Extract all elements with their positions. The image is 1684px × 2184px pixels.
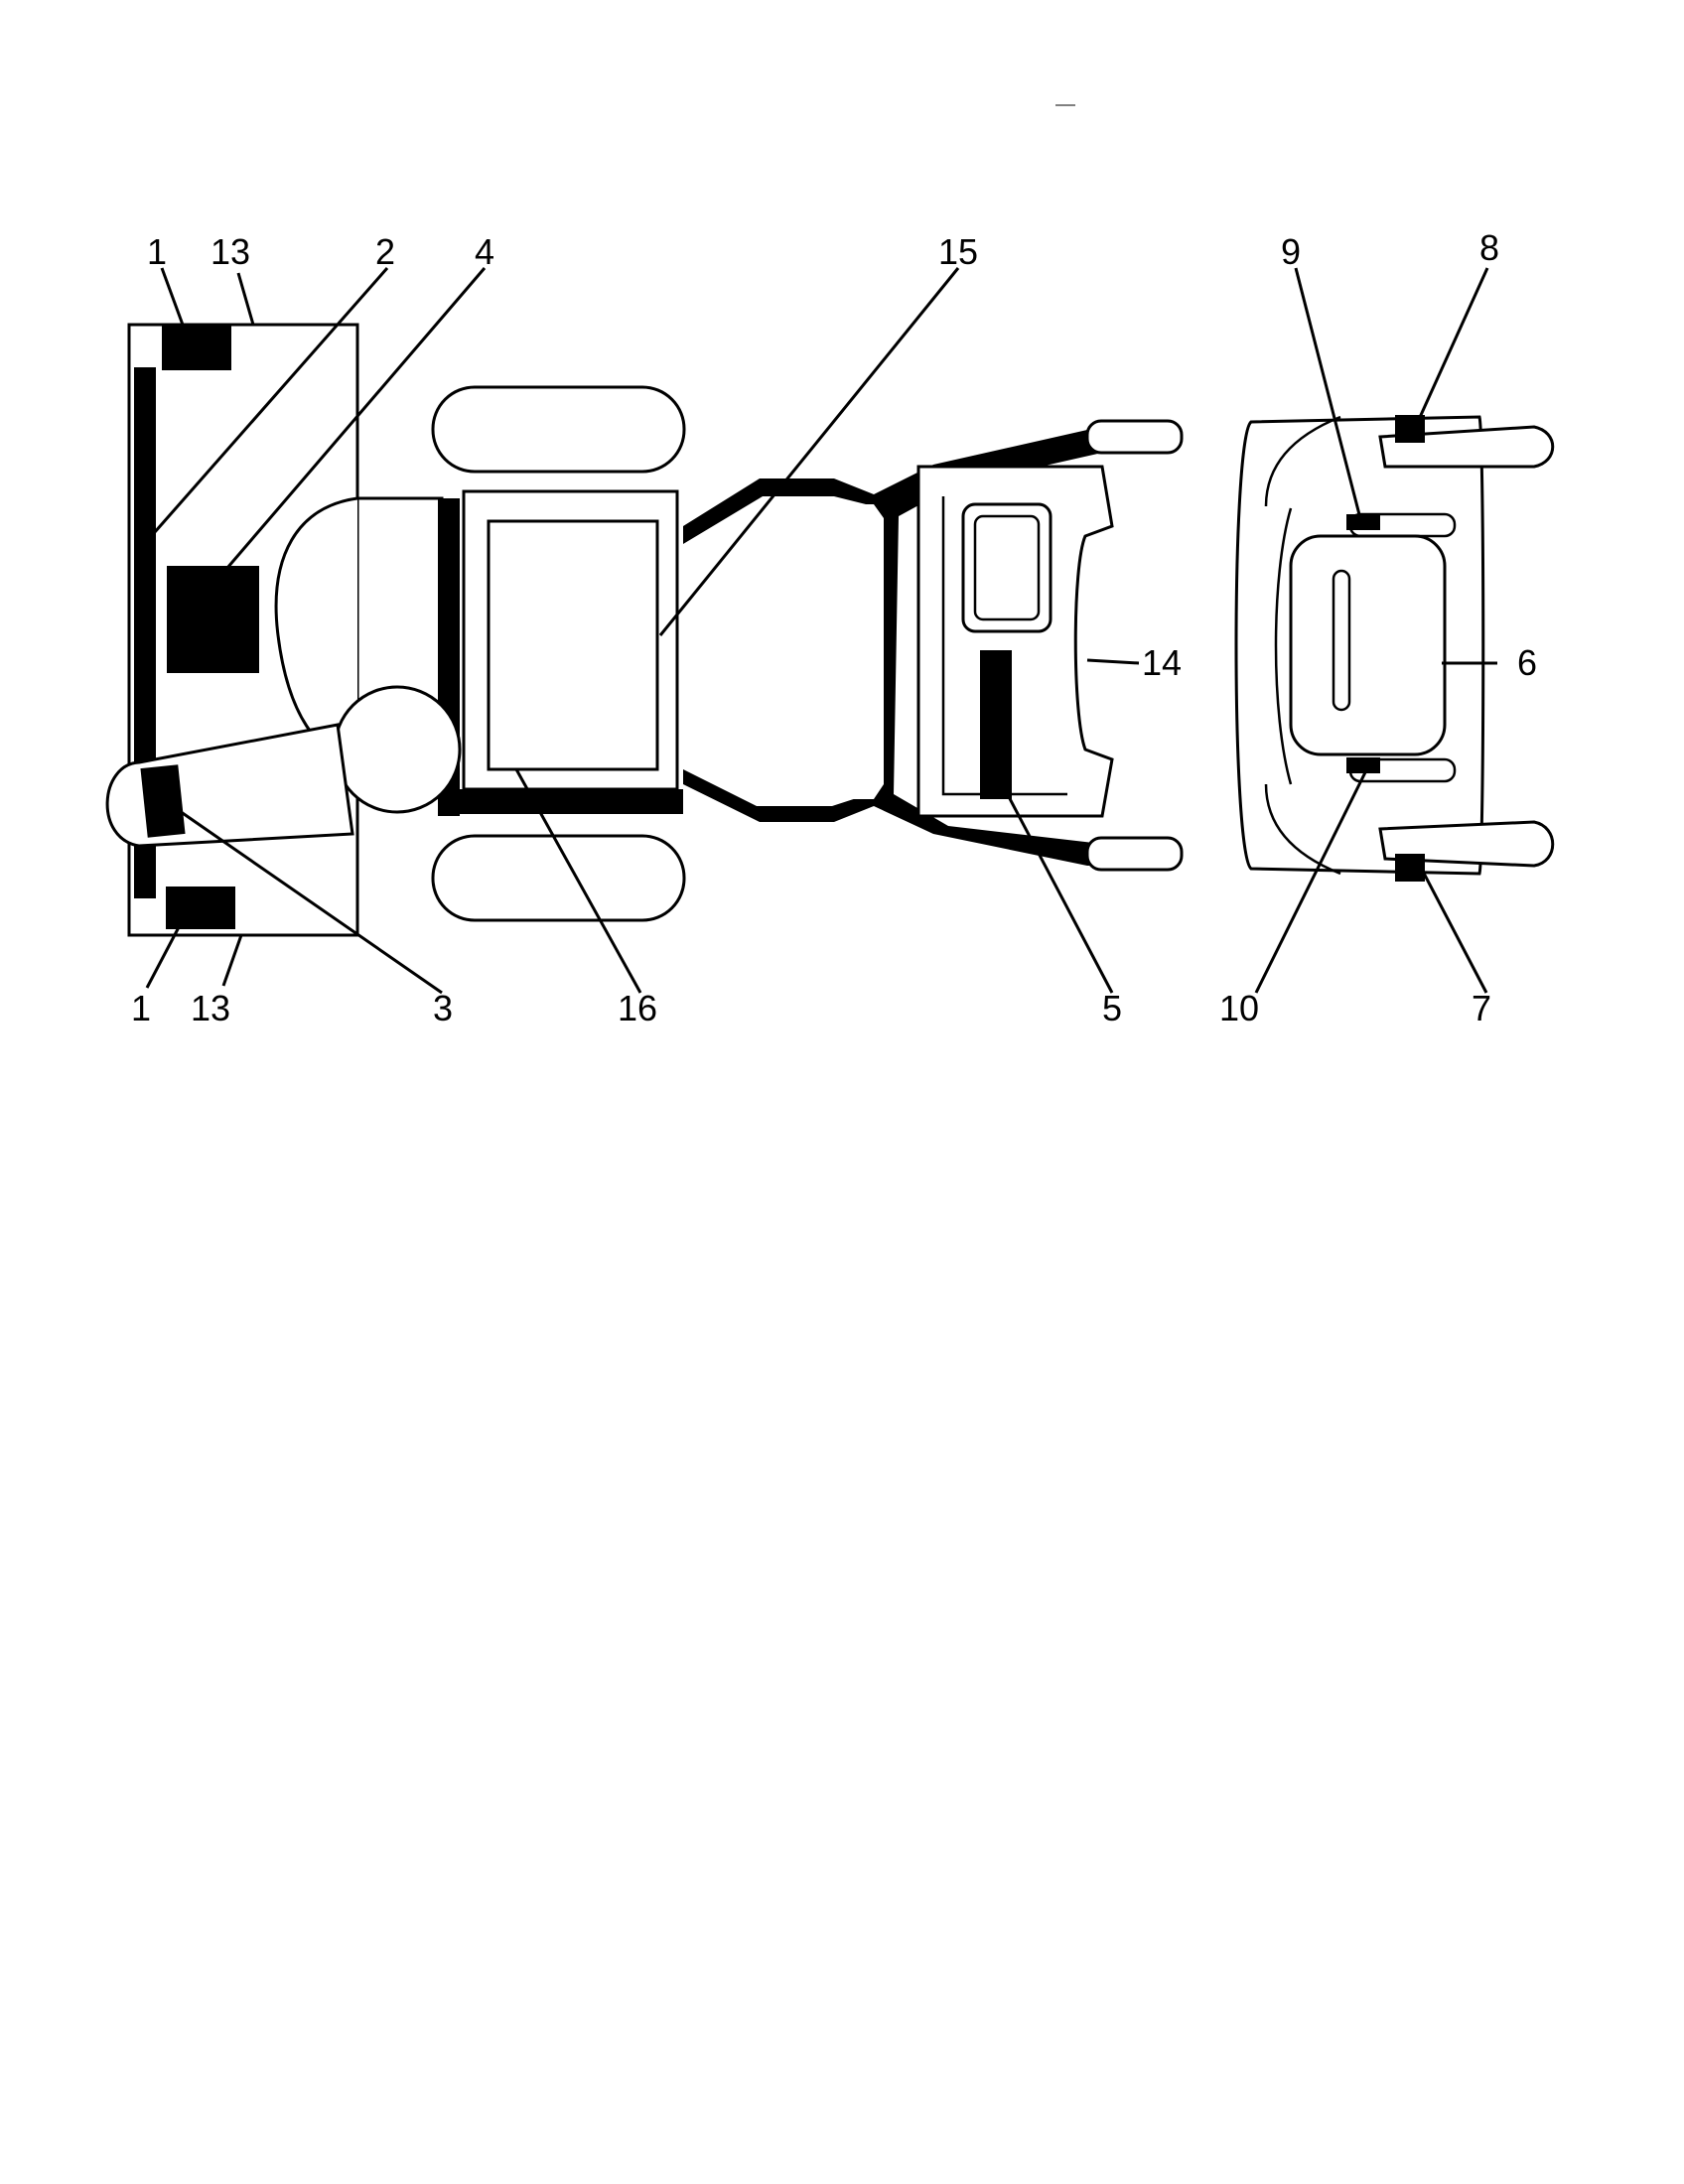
- leader-2: [145, 267, 389, 542]
- callout-1-bottom: 1: [131, 988, 151, 1028]
- rear-tire-top: [431, 385, 686, 474]
- leader-1-top: [160, 267, 189, 337]
- label-4-patch: [167, 566, 259, 673]
- front-view-drawing: [1234, 415, 1555, 882]
- leader-16: [514, 768, 642, 994]
- hood-panel: [1289, 534, 1447, 756]
- console-inner-line: [941, 496, 1067, 796]
- callout-6: 6: [1517, 642, 1537, 683]
- leader-7: [1418, 865, 1488, 994]
- chassis-gap: [700, 504, 884, 799]
- console-display: [973, 514, 1041, 621]
- front-left-curve: [1274, 507, 1293, 785]
- handle-bottom: [1085, 836, 1184, 872]
- frame-rail-bottom: [460, 789, 683, 814]
- front-curve-bottom: [1264, 783, 1341, 876]
- callout-2: 2: [375, 231, 395, 272]
- callout-1-top: 1: [147, 231, 167, 272]
- callout-15: 15: [938, 231, 978, 272]
- callout-5: 5: [1102, 988, 1122, 1028]
- leader-1-bottom: [145, 907, 191, 989]
- callout-3: 3: [433, 988, 453, 1028]
- callout-16: 16: [618, 988, 657, 1028]
- callout-10: 10: [1219, 988, 1259, 1028]
- top-view-drawing: [105, 323, 1184, 937]
- leader-9: [1294, 267, 1364, 527]
- leader-13-bottom: [221, 934, 243, 987]
- callout-9: 9: [1281, 231, 1301, 272]
- engine-cover-inner: [487, 519, 659, 771]
- label-3-patch: [140, 764, 186, 838]
- leader-13-top: [236, 272, 255, 326]
- label-1-bottom: [166, 887, 235, 929]
- callout-8: 8: [1479, 227, 1499, 268]
- chassis-frame: [683, 430, 1102, 866]
- operator-head: [333, 685, 462, 814]
- hood-slot: [1332, 569, 1351, 712]
- label-9-patch: [1346, 514, 1380, 530]
- leader-5: [994, 771, 1114, 994]
- callout-7: 7: [1472, 988, 1491, 1028]
- leader-lines: [145, 267, 1497, 995]
- callout-13-top: 13: [210, 231, 250, 272]
- leader-14: [1086, 658, 1140, 665]
- console-display-frame: [961, 502, 1052, 633]
- callout-4: 4: [475, 231, 494, 272]
- leader-4: [202, 267, 487, 597]
- label-10-patch: [1346, 757, 1380, 773]
- label-1-top: [162, 324, 231, 370]
- leader-8: [1410, 267, 1489, 436]
- callout-numbers: 1 13 2 4 15 9 8 14 6 1 13 3 16 5 10 7: [131, 227, 1537, 1028]
- callout-13-bottom: 13: [191, 988, 230, 1028]
- handle-top: [1085, 419, 1184, 455]
- leader-10: [1254, 765, 1370, 994]
- front-curve-top: [1264, 415, 1341, 507]
- rear-tire-bottom: [431, 834, 686, 922]
- label-5-strip: [980, 650, 1012, 799]
- leader-3: [176, 807, 443, 995]
- callout-14: 14: [1142, 642, 1182, 683]
- leader-15: [658, 267, 960, 636]
